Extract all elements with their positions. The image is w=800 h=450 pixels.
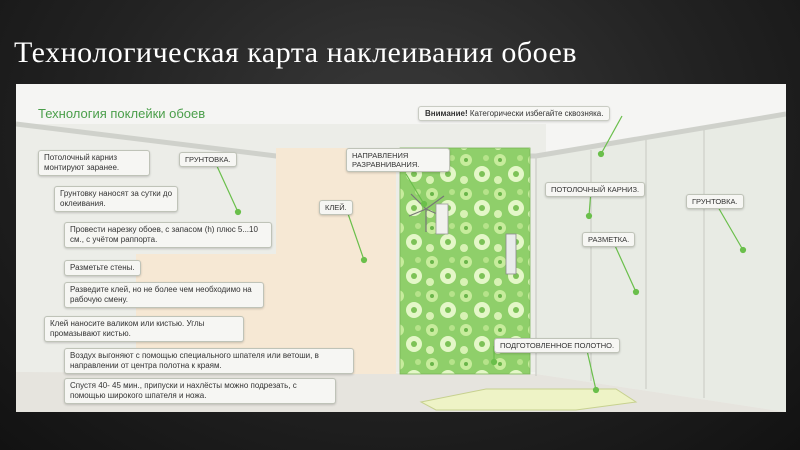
side-wall xyxy=(536,114,786,412)
warning-bold: Внимание! xyxy=(425,109,468,118)
prepared-sheet xyxy=(419,388,638,411)
step-note: Спустя 40- 45 мин., припуски и нахлёсты … xyxy=(64,378,336,404)
label-prepared-sheet: ПОДГОТОВЛЕННОЕ ПОЛОТНО. xyxy=(494,338,621,353)
step-note: Потолочный карниз монтируют заранее. xyxy=(38,150,150,176)
label-primer-left: ГРУНТОВКА. xyxy=(179,152,237,167)
illustration-panel: Технология поклейки обоев Внимание! Кате… xyxy=(16,84,786,412)
slide-title: Технологическая карта наклеивания обоев xyxy=(14,36,578,69)
draft-warning: Внимание! Категорически избегайте сквозн… xyxy=(418,106,611,121)
warning-text: Категорически избегайте сквозняка. xyxy=(467,109,604,118)
step-note: Клей наносите валиком или кистью. Углы п… xyxy=(44,316,244,342)
step-note: Провести нарезку обоев, с запасом (h) пл… xyxy=(64,222,272,248)
label-glue: КЛЕЙ. xyxy=(319,200,353,215)
step-note: Грунтовку наносят за сутки до оклеивания… xyxy=(54,186,178,212)
step-note: Воздух выгоняют с помощью специального ш… xyxy=(64,348,354,374)
panel-heading: Технология поклейки обоев xyxy=(38,106,206,121)
step-note: Разметьте стены. xyxy=(64,260,141,276)
label-cornice: ПОТОЛОЧНЫЙ КАРНИЗ. xyxy=(545,182,646,197)
step-note: Разведите клей, но не более чем необходи… xyxy=(64,282,264,308)
label-marking: РАЗМЕТКА. xyxy=(582,232,636,247)
label-primer-right: ГРУНТОВКА. xyxy=(686,194,744,209)
label-directions: НАПРАВЛЕНИЯ РАЗРАВНИВАНИЯ. xyxy=(346,148,450,172)
